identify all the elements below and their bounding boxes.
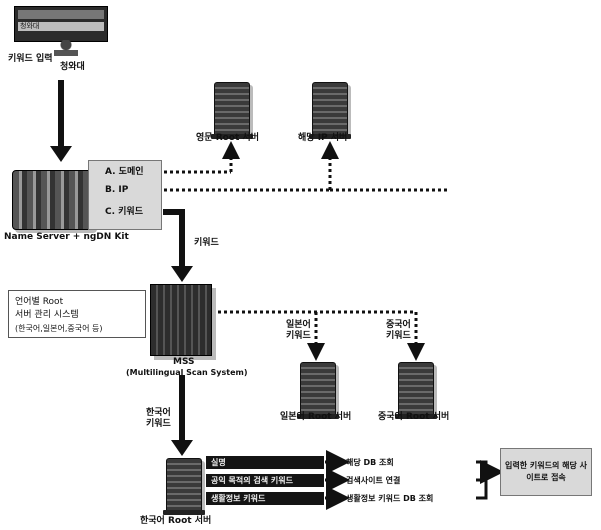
name-server-icon xyxy=(12,170,94,230)
result-life-info-db: 생활정보 키워드 DB 조회 xyxy=(346,494,434,503)
japanese-keyword-label-2: 키워드 xyxy=(286,331,311,341)
korean-keyword-label-2: 키워드 xyxy=(146,419,171,429)
keyword-input-value: 청와대 xyxy=(60,62,85,72)
arrowhead-korean xyxy=(171,440,193,456)
mss-info-line-2: 서버 관리 시스템 xyxy=(15,310,79,320)
result-search-site: 검색사이트 연결 xyxy=(346,476,401,485)
browser-screen: 청와대 xyxy=(14,6,108,42)
bar-public-search: 공익 목적의 검색 키워드 xyxy=(206,474,324,487)
japanese-root-server-label: 일본어 Root 서버 xyxy=(280,412,352,422)
korean-keyword-label-1: 한국어 xyxy=(146,408,171,418)
mss-info-line-3: (한국어,일본어,중국어 등) xyxy=(15,324,103,333)
final-result-text: 입력한 키워드의 해당 사이트로 접속 xyxy=(505,461,587,482)
english-root-server-label: 영문 Root 서버 xyxy=(196,133,259,143)
mss-rack-icon xyxy=(150,284,212,356)
chinese-root-server-icon xyxy=(395,362,437,419)
ip-server-label: 해당 IP 서버 xyxy=(298,133,348,143)
arrowhead-nameserver xyxy=(50,146,72,162)
english-root-server-icon xyxy=(211,82,253,139)
keyword-arrow-label: 키워드 xyxy=(194,238,219,248)
chinese-keyword-label-1: 중국어 xyxy=(386,320,411,330)
korean-root-server-icon xyxy=(163,458,205,515)
screen-toolbar xyxy=(18,10,104,19)
arrowhead-mss xyxy=(171,266,193,282)
result-db-query: 해당 DB 조회 xyxy=(346,458,394,467)
bar-real-name: 실명 xyxy=(206,456,324,469)
chinese-root-server-label: 중국어 Root 서버 xyxy=(378,412,450,422)
mss-sublabel: (Multilingual Scan System) xyxy=(126,368,248,377)
name-server-panel: A. 도메인 B. IP C. 키워드 xyxy=(88,160,162,230)
name-server-label: Name Server + ngDN Kit xyxy=(4,232,129,242)
final-result-box: 입력한 키워드의 해당 사이트로 접속 xyxy=(500,448,592,496)
person-icon xyxy=(54,40,78,56)
korean-root-server-label: 한국어 Root 서버 xyxy=(140,516,212,526)
item-domain: A. 도메인 xyxy=(105,167,144,177)
bar-life-info: 생활정보 키워드 xyxy=(206,492,324,505)
mss-label: MSS xyxy=(173,357,195,367)
ip-server-icon xyxy=(309,82,351,139)
chinese-keyword-label-2: 키워드 xyxy=(386,331,411,341)
item-ip: B. IP xyxy=(105,185,129,195)
japanese-keyword-label-1: 일본어 xyxy=(286,320,311,330)
japanese-root-server-icon xyxy=(297,362,339,419)
item-keyword: C. 키워드 xyxy=(105,207,143,217)
keyword-input-label: 키워드 입력 xyxy=(8,54,53,64)
search-box[interactable]: 청와대 xyxy=(18,22,104,31)
mss-info-line-1: 언어별 Root xyxy=(15,297,64,307)
arrow-keyword-to-mss xyxy=(163,209,185,268)
mss-info-box: 언어별 Root 서버 관리 시스템 (한국어,일본어,중국어 등) xyxy=(8,290,146,338)
